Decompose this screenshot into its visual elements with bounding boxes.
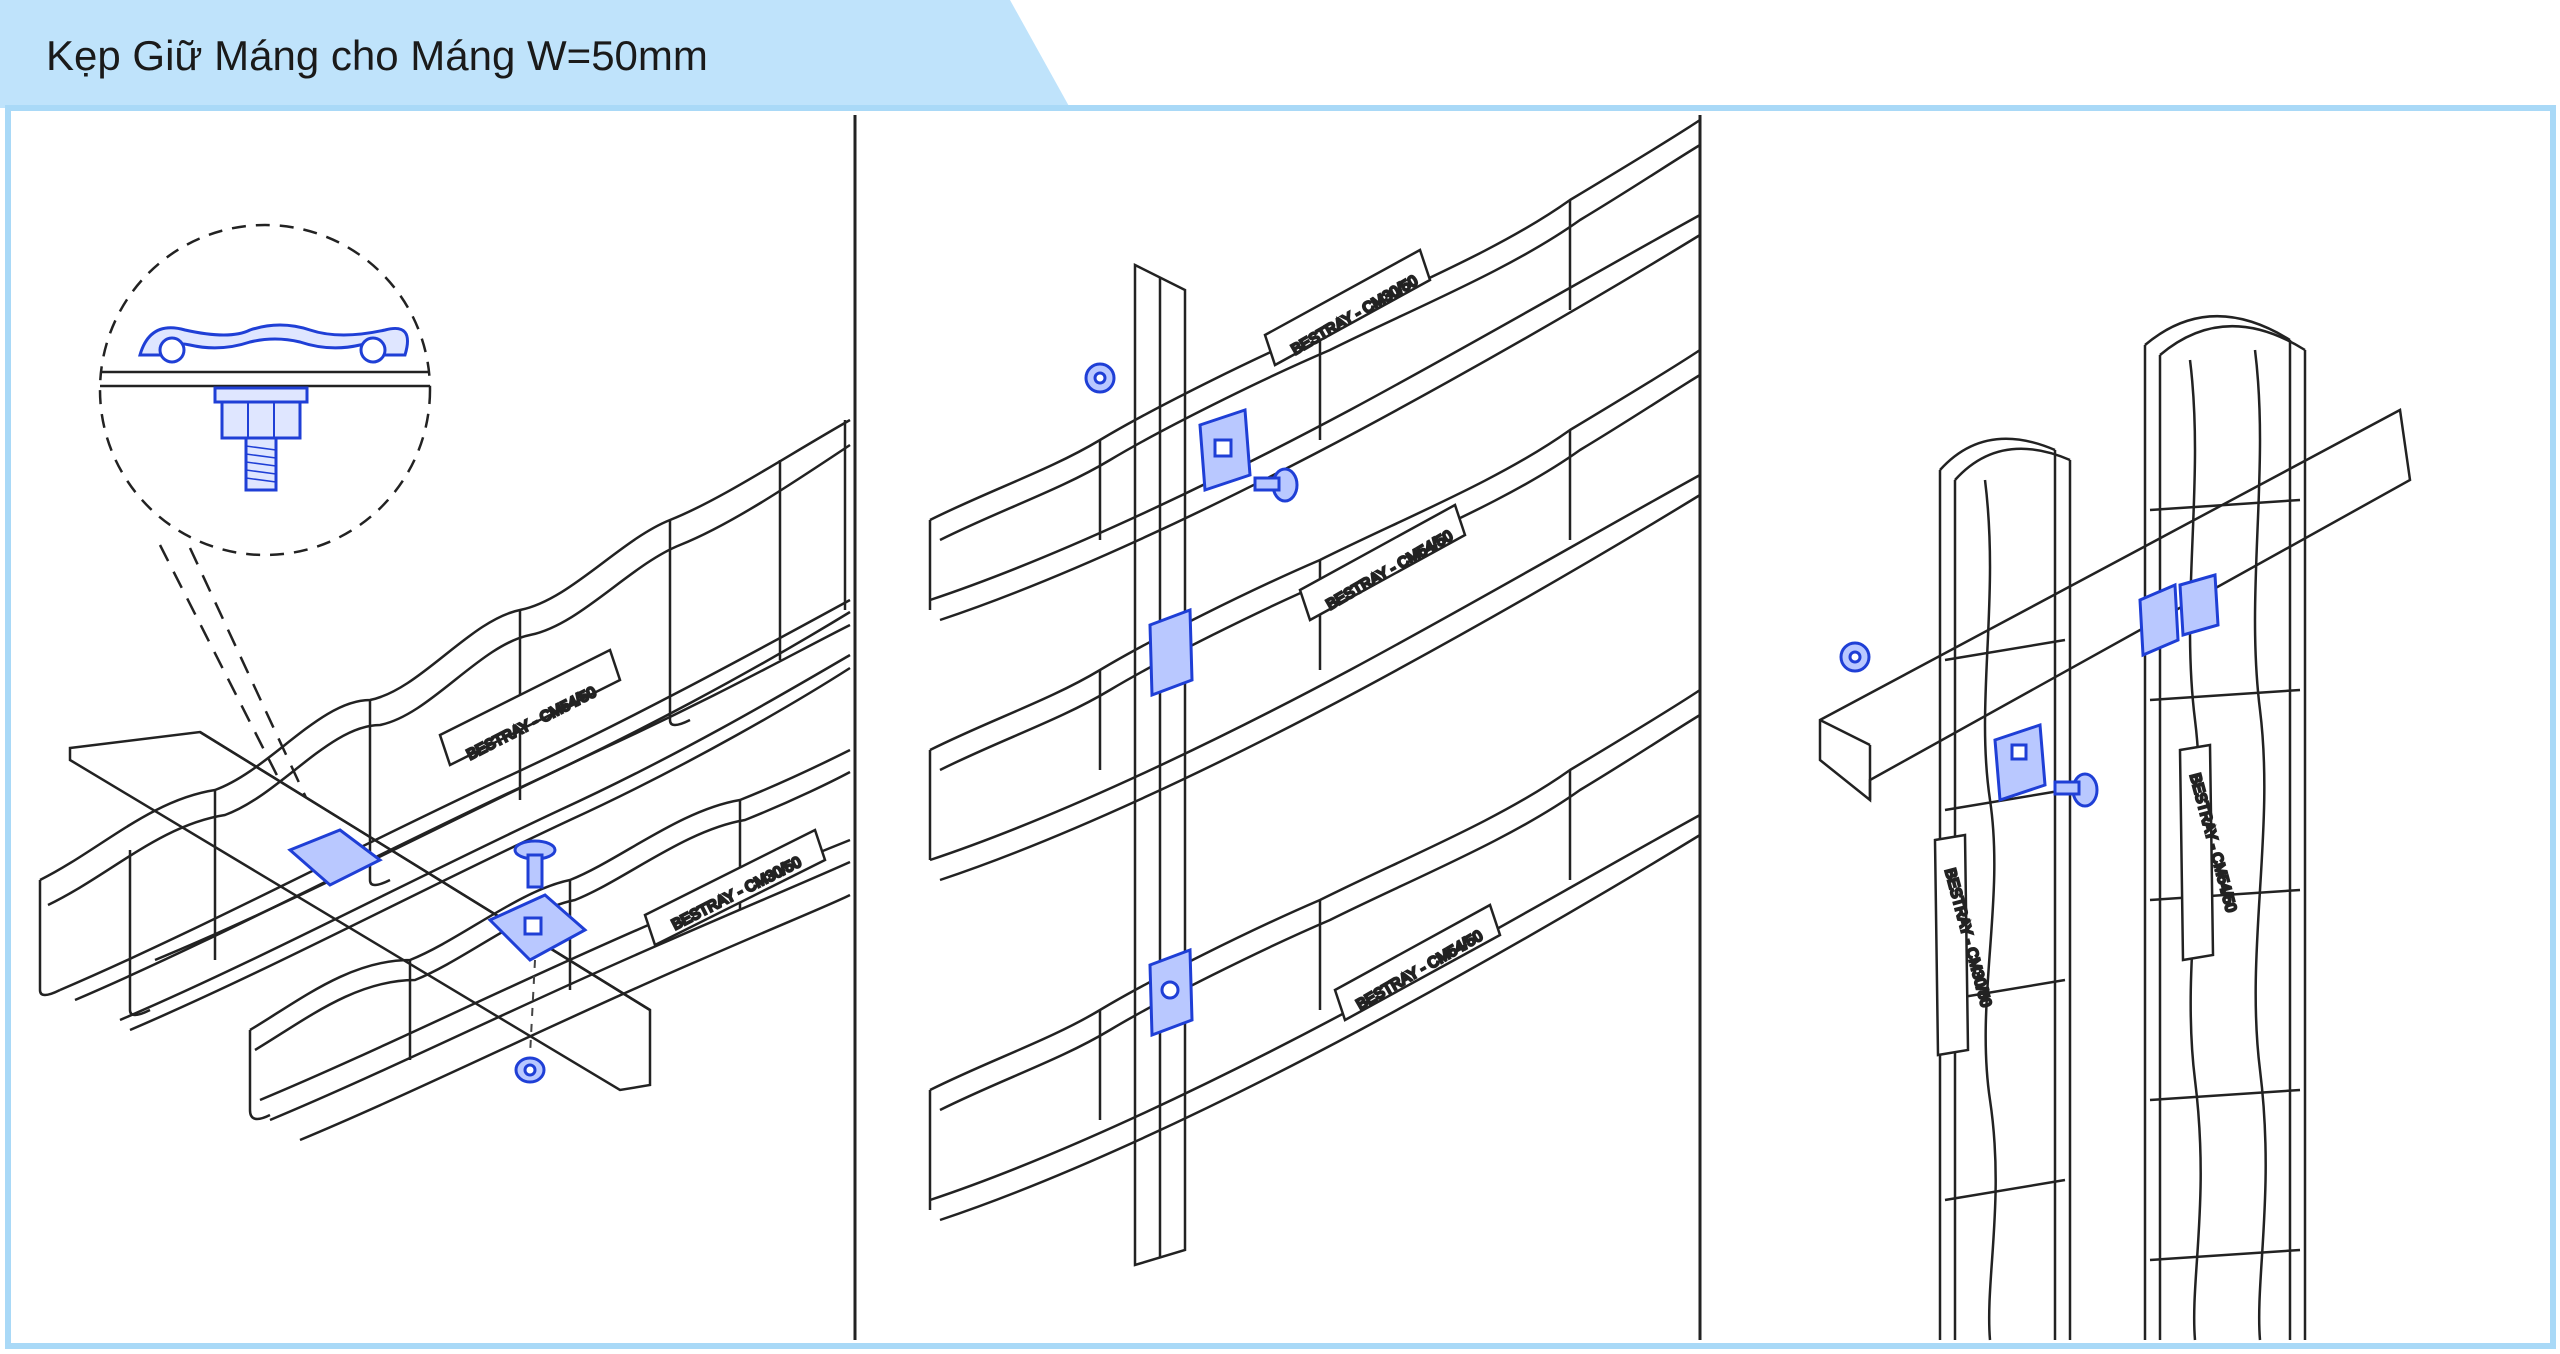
clamp-hardware-floor [287,828,588,1084]
wire-tray-lower [248,748,851,1142]
tray-label-wall-3: BESTRAY - CM54/50 [1333,903,1502,1022]
tray-label-wall-2: BESTRAY - CM54/50 [1298,503,1467,622]
tray-label-1: BESTRAY - CM54/50 [438,648,622,767]
tray-label-vertical-2: BESTRAY - CM54/50 [2178,743,2241,962]
horizontal-angle [1818,408,2412,803]
wire-tray-wall-1 [928,118,1701,622]
panel-floor-mount: BESTRAY - CM54/50 BESTRAY - CM30/50 [38,223,851,1142]
page-title: Kẹp Giữ Máng cho Máng W=50mm [46,32,708,79]
wire-tray-vertical-2 [2143,314,2307,1341]
wire-tray-wall-3 [928,688,1701,1222]
tray-label-wall-1: BESTRAY - CM30/50 [1263,248,1432,367]
panel-wall-mount: BESTRAY - CM30/50 BESTRAY - CM54/50 BEST… [928,118,1701,1267]
wire-tray-upper [38,418,851,1032]
header-banner [0,0,1070,108]
clamp-hardware-wall [1084,362,1299,1038]
panel-vertical-mount: BESTRAY - CM30/50 BESTRAY - CM54/50 [1818,314,2412,1341]
content-frame [5,105,2556,1349]
clamp-hardware-vertical [1839,573,2220,808]
